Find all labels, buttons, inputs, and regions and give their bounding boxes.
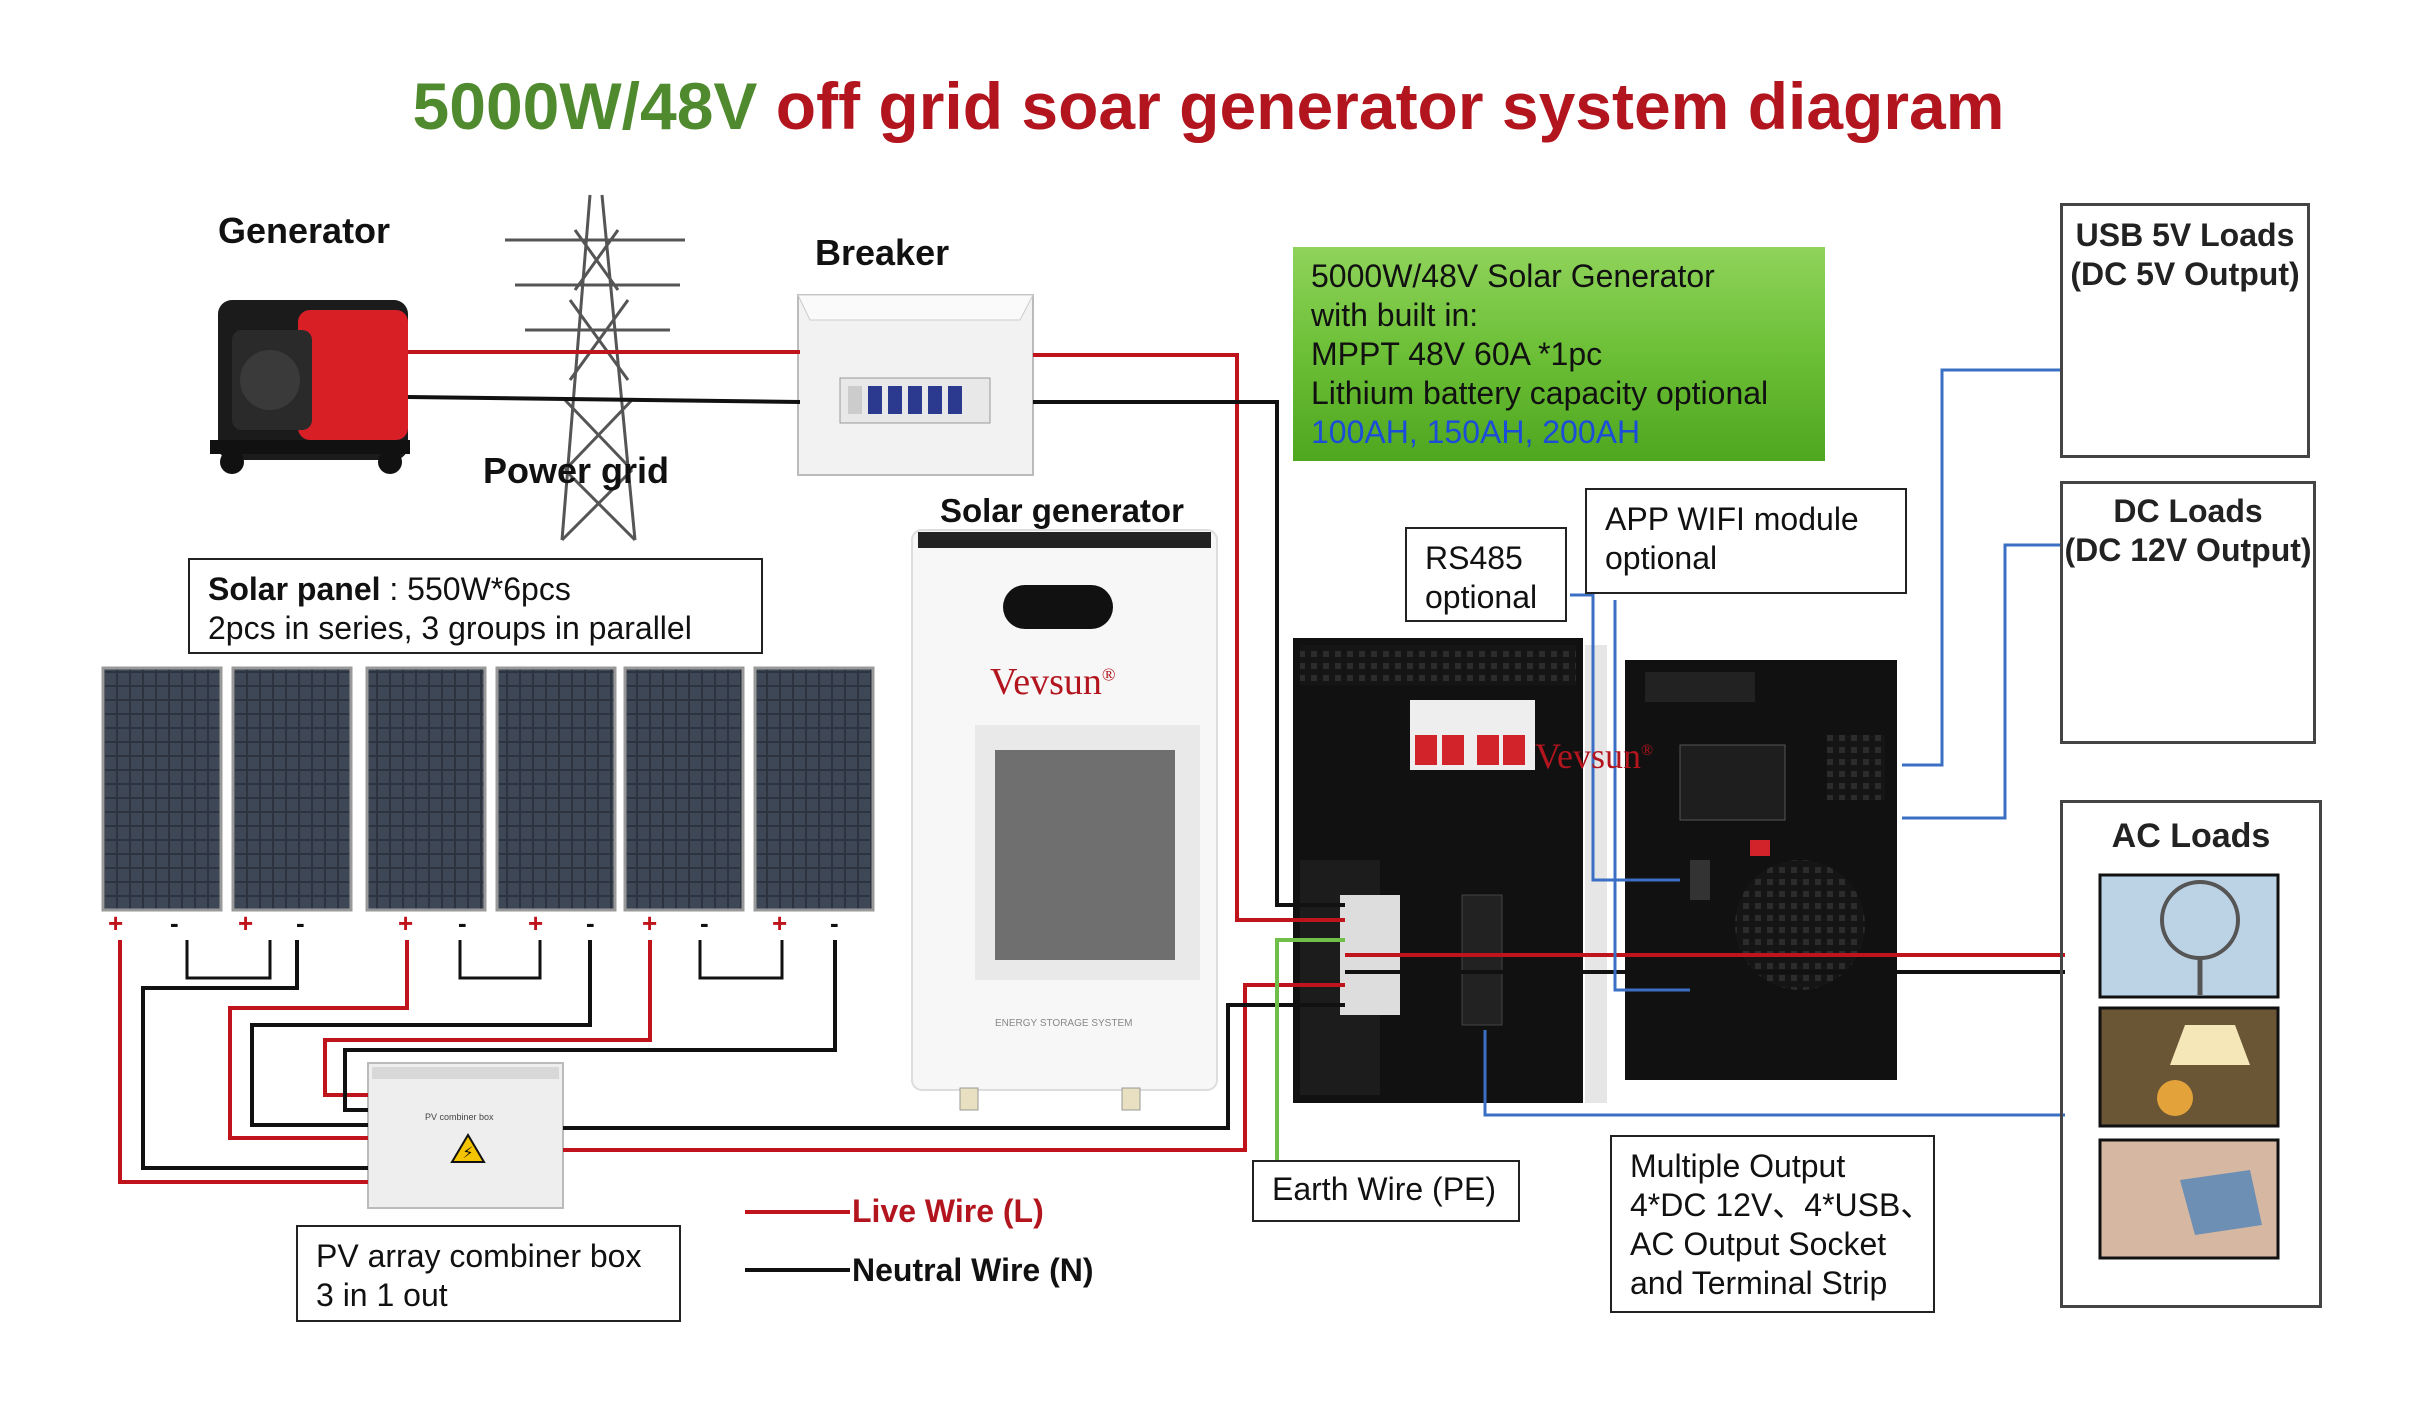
polarity-mark: - [458,908,467,938]
rs485-label: RS485 [1425,540,1523,576]
solar-panel-5 [623,666,745,912]
generator-label: Generator [218,210,391,251]
inverter-front-image [1293,638,1583,1103]
solar-panel-1 [101,666,223,912]
pv-positive-wires [118,940,652,1184]
pv-output-negative-wire [563,1003,1345,1130]
polarity-mark: + [772,908,788,938]
ac-loads-box: AC Loads [2060,800,2322,1308]
polarity-mark: - [830,908,839,938]
system-spec-box: 5000W/48V Solar Generator with built in:… [1293,247,1825,461]
brand-logo-generator: Vevsun® [990,661,1116,703]
solar-panel-4 [495,666,617,912]
solar-generator-unit [911,529,1218,1111]
legend-live-label: Live Wire (L) [852,1193,1044,1229]
wifi-module-label: APP WIFI module [1605,501,1859,537]
inverter-back-image [1585,645,1897,1103]
solar-panel-6 [753,666,875,912]
solar-panel-2 [231,666,353,912]
signal-wires [1483,368,2065,1117]
generator-neutral-wire [407,395,801,404]
title-power-spec: 5000W/48V [412,69,758,143]
usb-loads-subtitle: (DC 5V Output) [2070,256,2300,292]
outputs-line: AC Output Socket [1630,1226,1887,1262]
fan-image [2098,873,2280,999]
system-spec-line: 5000W/48V Solar Generator [1311,258,1715,294]
solar-panel-3 [365,666,487,912]
outputs-line: and Terminal Strip [1630,1265,1888,1301]
solar-panel-title: Solar panel [208,571,381,607]
outputs-line: Multiple Output [1630,1148,1846,1184]
laptop-image [2098,1138,2280,1260]
combiner-box-config: 3 in 1 out [316,1277,448,1313]
breaker-label: Breaker [815,232,950,273]
brand-logo-inverter: Vevsun® [1535,736,1654,776]
combiner-box-title: PV array combiner box [316,1238,642,1274]
rs485-optional: optional [1425,579,1538,615]
polarity-mark: + [238,908,254,938]
polarity-mark: - [700,908,709,938]
solar-generator-label: Solar generator [940,492,1184,529]
polarity-mark: + [108,908,124,938]
dc-loads-title: DC Loads [2113,493,2263,529]
dc-loads-subtitle: (DC 12V Output) [2064,532,2312,568]
polarity-mark: - [586,908,595,938]
battery-capacity-options: 100AH, 150AH, 200AH [1311,414,1641,450]
solar-panel-spec: : 550W*6pcs [380,571,571,607]
lamp-image [2098,1006,2280,1128]
polarity-mark: + [528,908,544,938]
solar-panel-config: 2pcs in series, 3 groups in parallel [208,610,692,646]
diagram-title: 5000W/48V off grid soar generator system… [0,68,2417,144]
series-links [185,940,784,980]
earth-wire-label-box: Earth Wire (PE) [1252,1160,1520,1222]
generator-image [210,300,410,474]
polarity-mark: + [642,908,658,938]
ac-loads-title: AC Loads [2111,817,2271,855]
wifi-module-optional: optional [1605,540,1718,576]
usb-loads-title: USB 5V Loads [2075,217,2295,253]
pv-negative-wires [141,940,837,1170]
solar-panel-info-box: Solar panel : 550W*6pcs 2pcs in series, … [188,558,763,654]
earth-wire-label: Earth Wire (PE) [1272,1171,1497,1207]
polarity-mark: + [398,908,414,938]
breaker-image [797,294,1034,476]
polarity-mark: - [296,908,305,938]
combiner-box-label-box: PV array combiner box 3 in 1 out [296,1225,681,1322]
power-tower-image [505,194,685,542]
breaker-live-wire [1033,353,1345,922]
system-spec-line: with built in: [1311,297,1479,333]
rs485-box: RS485 optional [1405,527,1567,622]
system-spec-line: Lithium battery capacity optional [1311,375,1769,411]
outputs-line: 4*DC 12V、4*USB、 [1630,1187,1933,1223]
battery-caption: ENERGY STORAGE SYSTEM [995,1018,1133,1029]
earth-wire [1275,938,1345,1160]
legend-neutral-label: Neutral Wire (N) [852,1252,1094,1288]
breaker-neutral-wire [1033,400,1345,907]
wifi-module-box: APP WIFI module optional [1585,488,1907,594]
title-description: off grid soar generator system diagram [775,69,2005,143]
pv-output-positive-wire [563,983,1345,1152]
combiner-device-label: PV combiner box [425,1112,494,1122]
pv-combiner-box-image: ⚡ [367,1062,564,1209]
outputs-box: Multiple Output 4*DC 12V、4*USB、 AC Outpu… [1610,1135,1935,1313]
polarity-mark: - [170,908,179,938]
svg-text:⚡: ⚡ [462,1143,473,1162]
usb-loads-box: USB 5V Loads (DC 5V Output) [2060,203,2310,458]
system-spec-line: MPPT 48V 60A *1pc [1311,336,1603,372]
dc-loads-box: DC Loads (DC 12V Output) [2060,481,2316,744]
power-grid-label: Power grid [483,450,670,491]
solar-panel-array [101,666,875,912]
